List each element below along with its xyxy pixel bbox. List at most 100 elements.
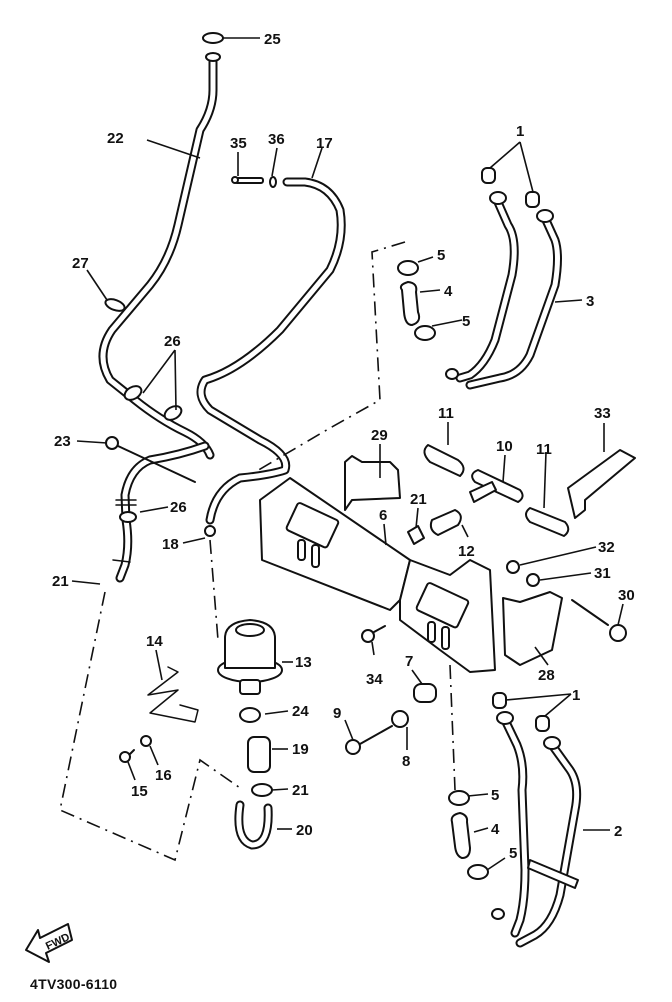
callout-35: 35 — [230, 135, 247, 152]
bolt-35[interactable] — [231, 176, 264, 184]
callout-24: 24 — [292, 703, 309, 720]
hose-11[interactable] — [423, 444, 465, 477]
clamp-24[interactable] — [239, 707, 261, 723]
hose-22[interactable] — [98, 53, 218, 460]
hose-12[interactable] — [429, 509, 462, 536]
callout-8: 8 — [402, 753, 410, 770]
hose-20[interactable] — [234, 800, 273, 850]
callout-5: 5 — [491, 787, 499, 804]
callout-11: 11 — [438, 405, 454, 422]
callout-21: 21 — [410, 491, 427, 508]
hose-band — [112, 559, 131, 563]
clamp-5[interactable] — [397, 260, 419, 276]
clamp-26[interactable] — [162, 403, 184, 422]
pipe-end — [445, 368, 459, 380]
clamp-18[interactable] — [204, 525, 216, 537]
pipe-2[interactable] — [500, 715, 582, 948]
callout-20: 20 — [296, 822, 313, 839]
clamp-27[interactable] — [104, 297, 126, 313]
callout-1: 1 — [572, 687, 580, 704]
callout-36: 36 — [268, 131, 285, 148]
washer-16[interactable] — [140, 735, 152, 747]
callout-29: 29 — [371, 427, 388, 444]
callout-26: 26 — [164, 333, 181, 350]
callout-4: 4 — [444, 283, 453, 300]
bracket-14[interactable] — [147, 666, 199, 723]
callout-7: 7 — [405, 653, 413, 670]
hose-19[interactable] — [247, 736, 271, 773]
clamp-5[interactable] — [448, 790, 470, 806]
nut-32[interactable] — [506, 560, 520, 574]
cap-1[interactable] — [492, 692, 507, 709]
callout-25: 25 — [264, 31, 281, 48]
hose-band — [115, 499, 137, 506]
clip-21[interactable] — [407, 525, 425, 545]
air-cut-valve-13[interactable] — [217, 619, 283, 695]
hose-17[interactable] — [196, 177, 346, 525]
pipe-10[interactable] — [469, 469, 524, 503]
bracket-29[interactable] — [344, 455, 401, 511]
bolt-34[interactable] — [361, 625, 386, 643]
cap-1[interactable] — [535, 715, 550, 732]
hose-11[interactable] — [525, 507, 570, 537]
callout-2: 2 — [614, 823, 622, 840]
callout-26: 26 — [170, 499, 187, 516]
leader-lines — [71, 37, 624, 871]
callout-21: 21 — [292, 782, 309, 799]
callout-33: 33 — [594, 405, 611, 422]
callout-31: 31 — [594, 565, 611, 582]
bolt-23[interactable] — [105, 436, 196, 483]
clamp-5[interactable] — [414, 325, 436, 341]
hose-4[interactable] — [399, 281, 421, 326]
callout-6: 6 — [379, 507, 387, 524]
pipe-end — [536, 209, 554, 223]
callout-13: 13 — [295, 654, 312, 671]
callout-5: 5 — [462, 313, 470, 330]
washer-31[interactable] — [526, 573, 540, 587]
callout-12: 12 — [458, 543, 475, 560]
bolt-30[interactable] — [571, 599, 627, 642]
pipe-3[interactable] — [455, 195, 562, 390]
pipe-end — [543, 736, 561, 750]
clamp-26[interactable] — [119, 511, 137, 523]
clamp-26[interactable] — [122, 383, 144, 402]
callout-17: 17 — [316, 135, 333, 152]
callout-27: 27 — [72, 255, 89, 272]
reed-valve-right — [415, 582, 470, 650]
guide-line — [209, 539, 219, 641]
callout-14: 14 — [146, 633, 163, 650]
pipe-end — [496, 711, 514, 725]
callout-32: 32 — [598, 539, 615, 556]
cap-1[interactable] — [525, 191, 540, 208]
forward-direction-arrow: FWD — [25, 923, 73, 963]
clamp-21[interactable] — [251, 783, 273, 797]
pipe-end — [491, 908, 505, 920]
callout-22: 22 — [107, 130, 124, 147]
pipe-bracket — [527, 859, 579, 889]
callout-23: 23 — [54, 433, 71, 450]
collar-8[interactable] — [391, 710, 409, 728]
callout-11: 11 — [536, 441, 552, 458]
hose-end-22 — [205, 52, 221, 62]
bracket-33[interactable] — [567, 449, 636, 519]
hose-22-lower[interactable] — [115, 441, 210, 583]
callout-3: 3 — [586, 293, 594, 310]
reed-valve-left — [285, 502, 340, 568]
callout-34: 34 — [366, 671, 383, 688]
hose-4[interactable] — [450, 812, 471, 859]
callout-16: 16 — [155, 767, 172, 784]
bracket-28[interactable] — [502, 591, 563, 666]
grommet-7[interactable] — [413, 683, 437, 703]
clamp-5[interactable] — [467, 864, 489, 880]
cap-1[interactable] — [481, 167, 496, 184]
callout-28: 28 — [538, 667, 555, 684]
pipe-end — [489, 191, 507, 205]
guide-line — [449, 664, 456, 791]
diagram-part-code: 4TV300-6110 — [30, 976, 118, 992]
callout-21: 21 — [52, 573, 69, 590]
o-ring-25[interactable] — [202, 32, 224, 44]
clip-36[interactable] — [269, 176, 277, 188]
callout-15: 15 — [131, 783, 148, 800]
bolt-15[interactable] — [119, 749, 135, 763]
